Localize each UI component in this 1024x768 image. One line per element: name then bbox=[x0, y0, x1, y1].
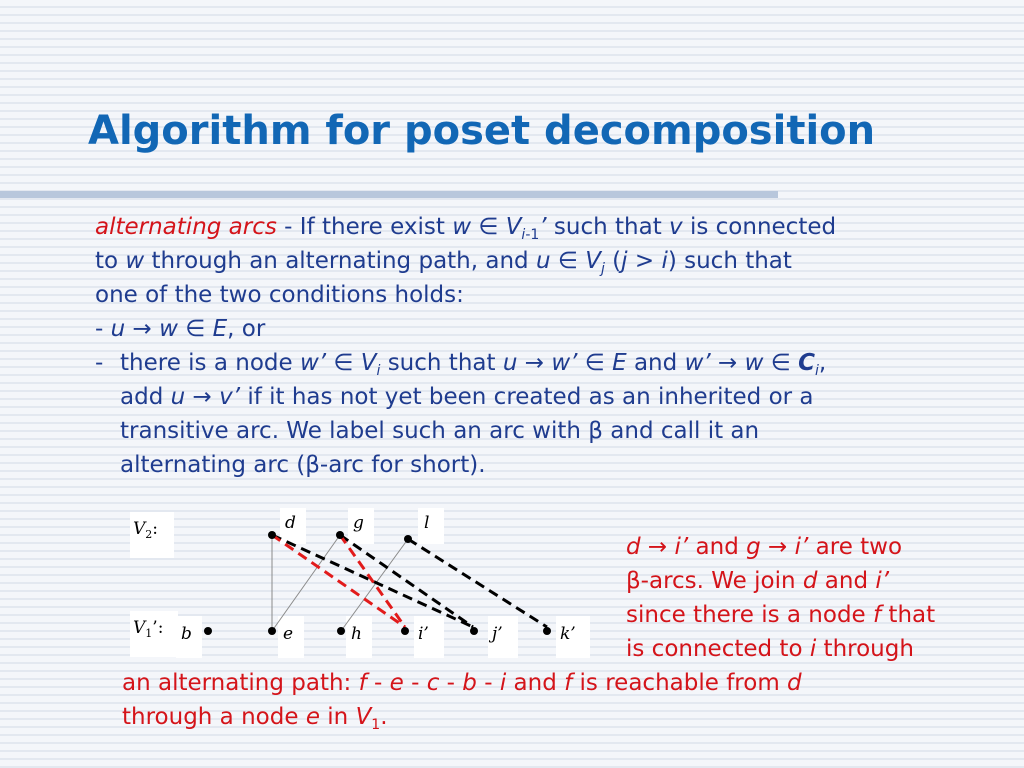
note-line-3: since there is a node f that bbox=[626, 602, 936, 628]
node-e-label-box bbox=[278, 616, 304, 658]
node-h-label: h bbox=[351, 624, 362, 644]
node-l-label-box bbox=[418, 508, 444, 544]
v1-label: V1’: bbox=[133, 618, 163, 640]
definition-line-7: transitive arc. We label such an arc wit… bbox=[120, 418, 760, 444]
edge-l-h bbox=[340, 538, 409, 632]
node-g-label-box bbox=[348, 508, 374, 544]
beta-arc-d-i bbox=[271, 533, 406, 629]
node-i-label: i’ bbox=[418, 624, 429, 644]
note-line-1: d → i’ and g → i’ are two bbox=[626, 534, 903, 560]
condition-2: - there is a node w’ ∈ Vi such that u → … bbox=[95, 350, 827, 379]
definition-line-1: alternating arcs - If there exist w ∈ Vi… bbox=[95, 214, 837, 243]
node-b bbox=[204, 627, 212, 635]
node-h bbox=[337, 627, 345, 635]
node-k-label: k’ bbox=[560, 624, 576, 644]
v2-label: V2: bbox=[133, 519, 158, 541]
diagram-note: d → i’ and g → i’ are two β-arcs. We joi… bbox=[626, 530, 935, 666]
note-line-6: through a node e in V1. bbox=[122, 704, 388, 733]
node-b-label-box bbox=[176, 616, 202, 658]
title-divider bbox=[0, 191, 778, 198]
node-g bbox=[336, 531, 344, 539]
node-d-label-box bbox=[280, 508, 306, 544]
note-line-2: β-arcs. We join d and i’ bbox=[626, 568, 890, 594]
diagram-note-continued: an alternating path: f - e - c - b - i a… bbox=[122, 666, 802, 734]
condition-1: - u → w ∈ E, or bbox=[95, 316, 266, 342]
note-line-4: is connected to i through bbox=[626, 636, 914, 662]
node-e-label: e bbox=[283, 624, 293, 644]
definition-text: alternating arcs - If there exist w ∈ Vi… bbox=[95, 210, 1024, 482]
node-j-label-box bbox=[488, 616, 518, 658]
term-alternating-arcs: alternating arcs bbox=[95, 214, 277, 240]
node-i-label-box bbox=[414, 616, 444, 658]
v2-label-box bbox=[130, 512, 174, 558]
node-i bbox=[401, 627, 409, 635]
node-j bbox=[470, 627, 478, 635]
node-j-label: j’ bbox=[488, 624, 503, 644]
node-d bbox=[268, 531, 276, 539]
node-h-label-box bbox=[346, 616, 372, 658]
beta-arc-l-k bbox=[407, 537, 548, 629]
node-l bbox=[404, 535, 412, 543]
node-k bbox=[543, 627, 551, 635]
beta-arc-g-i bbox=[338, 534, 407, 628]
node-k-label-box bbox=[556, 616, 590, 658]
note-line-5: an alternating path: f - e - c - b - i a… bbox=[122, 670, 802, 696]
node-g-label: g bbox=[353, 513, 364, 533]
slide-title: Algorithm for poset decomposition bbox=[88, 108, 876, 154]
node-l-label: l bbox=[424, 513, 429, 533]
definition-line-8: alternating arc (β-arc for short). bbox=[120, 452, 486, 478]
edge-g-e bbox=[271, 534, 341, 632]
v1-label-box bbox=[130, 611, 178, 657]
beta-arc-d-j bbox=[271, 533, 474, 629]
node-b-label: b bbox=[181, 624, 192, 644]
node-d-label: d bbox=[285, 513, 296, 533]
definition-line-3: one of the two conditions holds: bbox=[95, 282, 464, 308]
definition-line-6: add u → v’ if it has not yet been create… bbox=[120, 384, 814, 410]
definition-line-2: to w through an alternating path, and u … bbox=[95, 248, 792, 277]
beta-arc-g-j bbox=[339, 533, 474, 629]
node-e bbox=[268, 627, 276, 635]
